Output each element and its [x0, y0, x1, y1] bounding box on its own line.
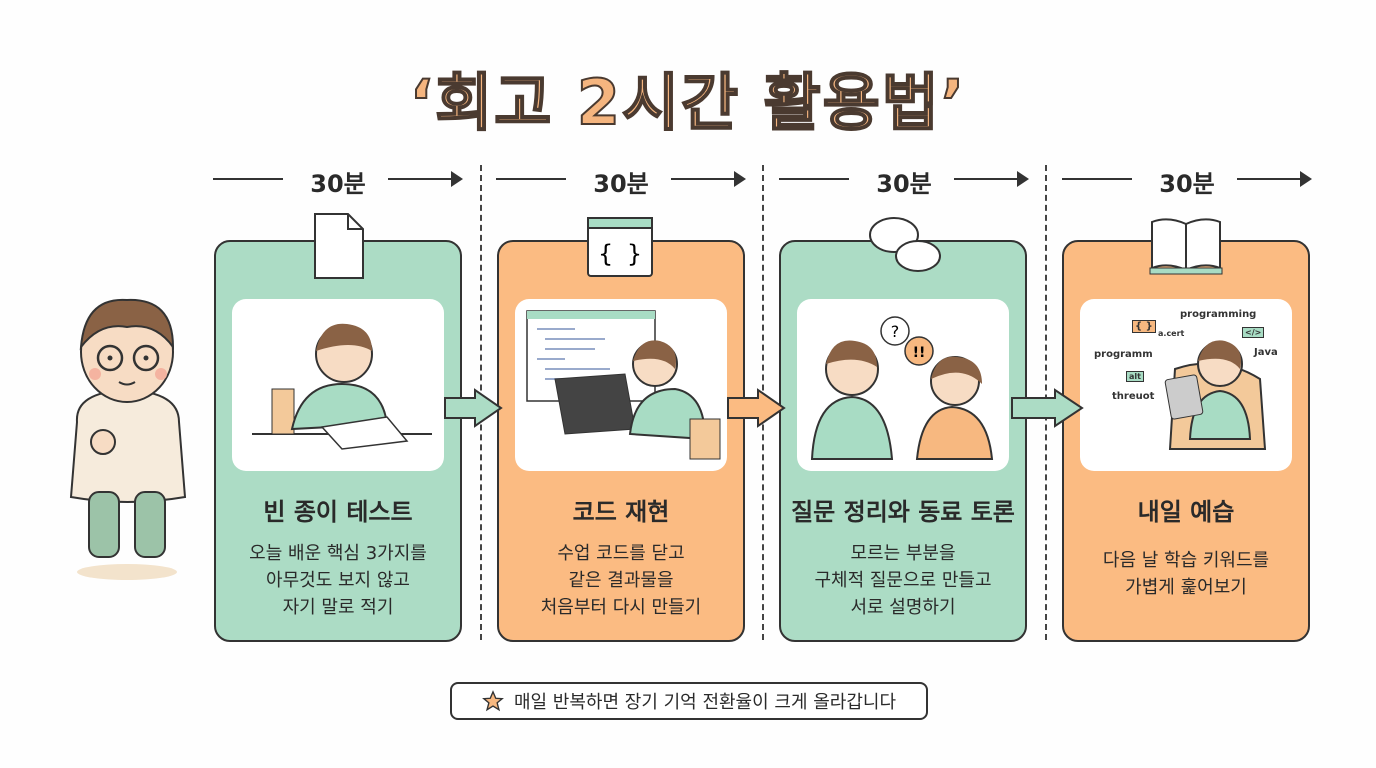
time-segment-1: 30분 — [213, 160, 463, 198]
svg-text:{ }: { } — [598, 240, 641, 268]
code-window-icon: { } — [587, 217, 653, 277]
keyword: </> — [1242, 327, 1265, 338]
keyword: alt — [1126, 371, 1144, 382]
step-title: 질문 정리와 동료 토론 — [791, 498, 1015, 526]
illustration-panel: ?!! — [797, 299, 1009, 471]
footer-tip: 매일 반복하면 장기 기억 전환율이 크게 올라갑니다 — [450, 682, 928, 720]
keyword: threuot — [1112, 391, 1155, 402]
keyword: { } — [1132, 320, 1156, 333]
writing-student-illustration — [252, 323, 432, 450]
question-bubble-text: ? — [891, 322, 900, 341]
keyword: programm — [1094, 349, 1153, 360]
blank-paper-icon — [314, 213, 364, 279]
flow-arrow — [727, 388, 786, 428]
exclaim-bubble-text: !! — [913, 345, 926, 361]
speech-bubbles-icon — [869, 217, 941, 272]
coding-laptop-illustration — [526, 310, 721, 460]
time-segment-4: 30분 — [1062, 160, 1312, 198]
duration-label: 30분 — [593, 170, 649, 198]
keyword: Java — [1254, 347, 1278, 358]
flow-arrow — [444, 388, 503, 428]
open-book-icon — [1149, 218, 1223, 275]
reading-tablet-illustration — [1164, 340, 1267, 450]
flow-arrow — [1011, 388, 1084, 428]
step-title: 빈 종이 테스트 — [263, 498, 413, 526]
star-icon — [482, 690, 504, 712]
time-segment-2: 30분 — [496, 160, 746, 198]
duration-label: 30분 — [876, 170, 932, 198]
keyword: a.cert — [1158, 329, 1185, 338]
time-segment-3: 30분 — [779, 160, 1029, 198]
duration-label: 30분 — [310, 170, 366, 198]
footer-text: 매일 반복하면 장기 기억 전환율이 크게 올라갑니다 — [513, 692, 897, 713]
illustration-panel: programming a.cert programm Java threuot… — [1080, 299, 1292, 471]
peer-discussion-illustration: ?!! — [810, 316, 994, 460]
student-character-illustration — [69, 298, 187, 580]
step-title: 코드 재현 — [572, 498, 670, 526]
keyword: programming — [1180, 309, 1257, 320]
step-title: 내일 예습 — [1137, 498, 1235, 526]
duration-label: 30분 — [1159, 170, 1215, 198]
illustration-panel — [232, 299, 444, 471]
page-title: ‘회고 2시간 활용법’ — [409, 65, 967, 140]
illustration-panel — [515, 299, 727, 471]
step-card-tomorrow-preview: programming a.cert programm Java threuot… — [1062, 240, 1310, 642]
